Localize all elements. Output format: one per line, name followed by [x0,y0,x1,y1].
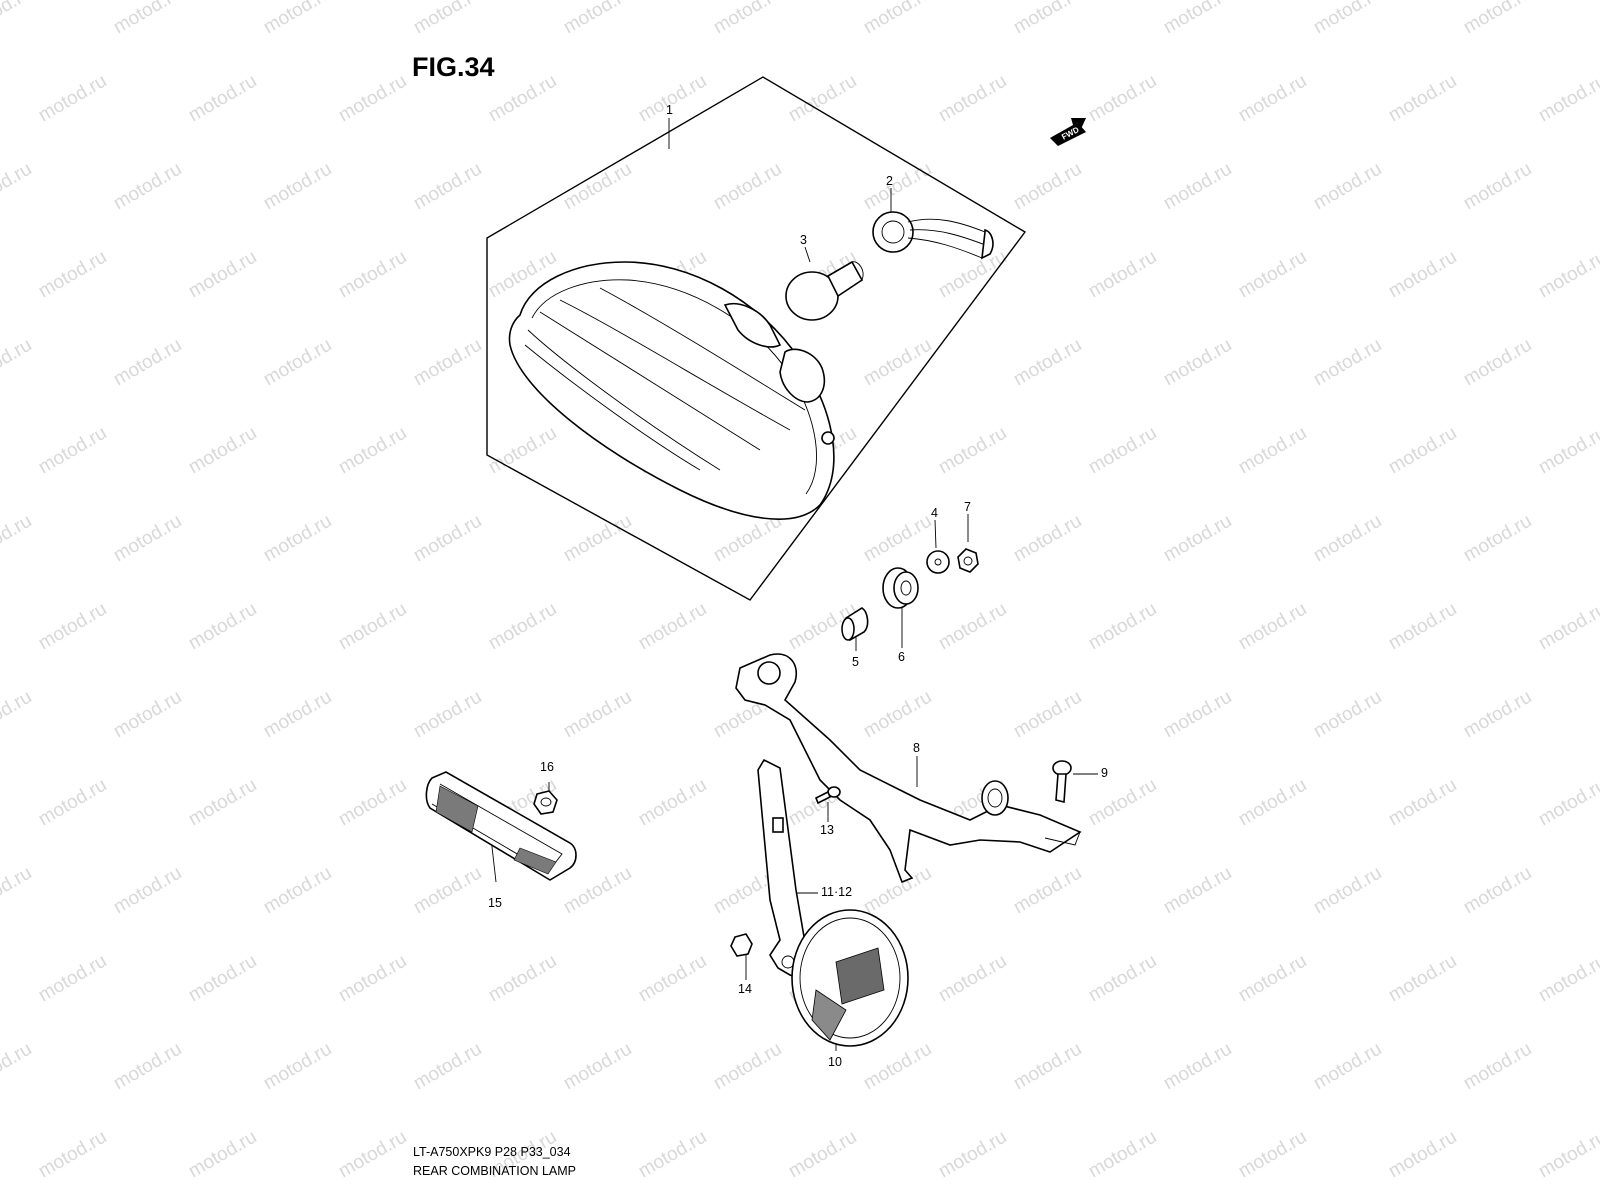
bulb [785,260,864,321]
diagram-name: REAR COMBINATION LAMP [413,1164,576,1178]
callout-13: 13 [820,823,834,837]
rect-reflector [425,771,577,881]
callout-10: 10 [828,1055,842,1069]
nut-14 [730,933,753,957]
callout-5: 5 [852,655,859,669]
callout-15: 15 [488,896,502,910]
callout-2: 2 [886,174,893,188]
fwd-arrow-icon: FWD [1050,118,1086,146]
grommet-6 [882,567,919,609]
callout-14: 14 [738,982,752,996]
callout-3: 3 [800,233,807,247]
diagram-code: LT-A750XPK9 P28 P33_034 [413,1145,571,1159]
callout-7: 7 [964,500,971,514]
lamp-bracket [735,653,1082,884]
assembly-frame [486,76,1027,601]
screw-13 [814,786,841,805]
washer-4 [926,550,950,574]
tail-lamp-housing [508,261,835,520]
callout-9: 9 [1101,766,1108,780]
nut-7 [957,548,979,573]
callout-16: 16 [540,760,554,774]
nut-16 [533,790,558,815]
round-reflector [791,909,909,1047]
bolt-9 [1052,760,1072,804]
bulb-socket [872,211,994,260]
callout-11-12: 11·12 [821,885,853,899]
figure-title: FIG.34 [412,52,495,82]
callout-8: 8 [913,741,920,755]
collar-5 [841,607,869,642]
callout-1: 1 [666,103,673,117]
callout-6: 6 [898,650,905,664]
callout-4: 4 [931,506,938,520]
